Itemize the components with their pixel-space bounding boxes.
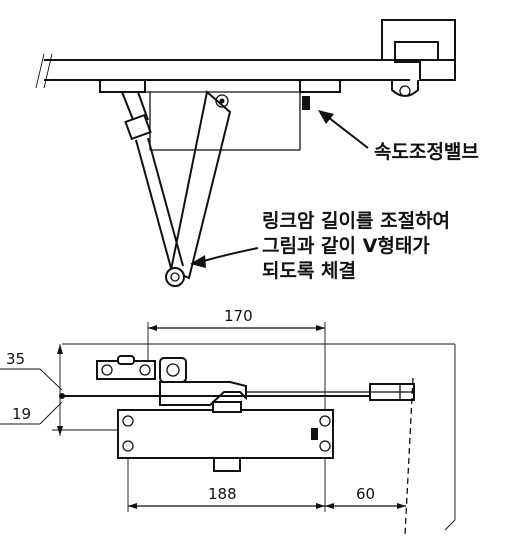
frame-outline-bottom — [62, 343, 456, 531]
speed-valve-arrow — [318, 110, 369, 149]
link-arm-note-line2: 그림과 같이 V형태가 — [262, 235, 430, 257]
dimension-170: 170 — [147, 307, 326, 420]
door-edge-line — [404, 377, 414, 536]
dimension-170-label: 170 — [224, 307, 253, 325]
main-arm — [169, 90, 232, 280]
speed-valve-label: 속도조정밸브 — [374, 141, 479, 163]
link-arm-note-line1: 링크암 길이를 조절하여 — [262, 210, 450, 232]
hinge-clamp — [369, 383, 415, 401]
speed-valve — [302, 96, 310, 110]
arm-bracket — [96, 355, 187, 383]
closer-body-top — [99, 80, 341, 151]
dimension-188: 188 — [127, 458, 326, 512]
dimension-19-label: 19 — [12, 405, 31, 423]
door-frame — [35, 19, 456, 97]
link-arm-note-line3: 되도록 체결 — [262, 260, 356, 282]
dimension-188-label: 188 — [208, 485, 237, 503]
arm-bottom — [62, 381, 370, 406]
link-arm-arrow — [190, 247, 259, 268]
speed-valve-bottom — [311, 428, 318, 440]
link-rod — [121, 91, 185, 287]
closer-body-bottom — [117, 401, 334, 472]
dimension-60: 60 — [325, 485, 406, 509]
dimension-35-label: 35 — [6, 350, 25, 368]
dimension-60-label: 60 — [356, 485, 375, 503]
dimension-35-19: 35 19 — [0, 344, 118, 436]
